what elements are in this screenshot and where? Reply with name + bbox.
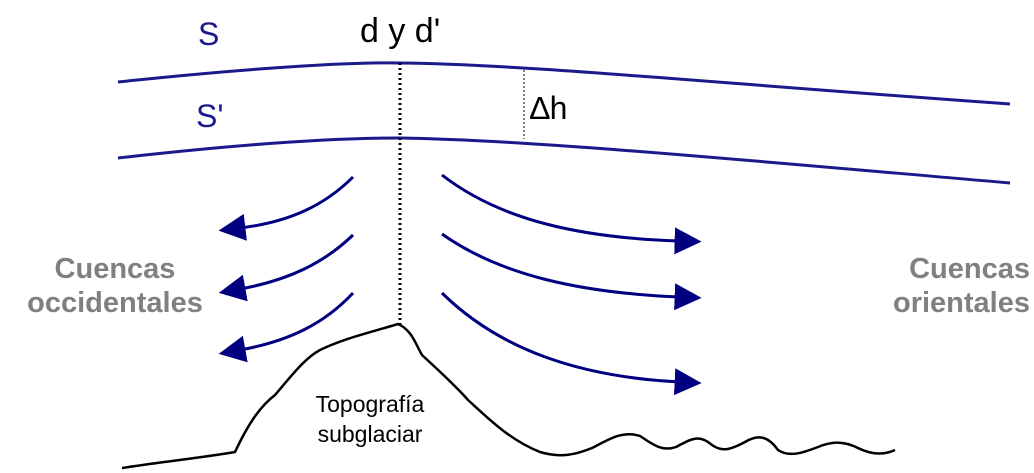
flow-arrow-east-1 <box>441 173 702 255</box>
flow-arrow-west-2 <box>218 233 355 302</box>
east-basins-line-1: Cuencas <box>909 253 1030 285</box>
surface-line-s-prime <box>117 136 1011 185</box>
surface-label-s: S <box>198 16 220 52</box>
east-basins-line-2: orientales <box>893 287 1030 319</box>
subglacial-topography-line <box>121 322 896 470</box>
west-basins-line-2: occidentales <box>27 287 203 319</box>
east-basins-label: Cuencas orientales <box>860 252 1030 320</box>
topography-line-1: Topografía <box>315 391 425 417</box>
topography-line-2: subglaciar <box>317 421 423 447</box>
subglacial-topography-label: Topografía subglaciar <box>300 389 440 449</box>
flow-arrow-west-1 <box>218 175 355 241</box>
flow-arrow-west-3 <box>218 291 355 363</box>
flow-arrow-east-3 <box>440 291 702 396</box>
flow-arrow-east-2 <box>441 232 702 311</box>
divide-label: d y d' <box>360 12 441 50</box>
delta-h-label: ∆h <box>530 90 568 126</box>
surface-line-s <box>117 61 1011 106</box>
surface-label-s-prime: S' <box>196 98 224 134</box>
west-basins-label: Cuencas occidentales <box>0 252 230 320</box>
west-basins-line-1: Cuencas <box>54 253 176 285</box>
